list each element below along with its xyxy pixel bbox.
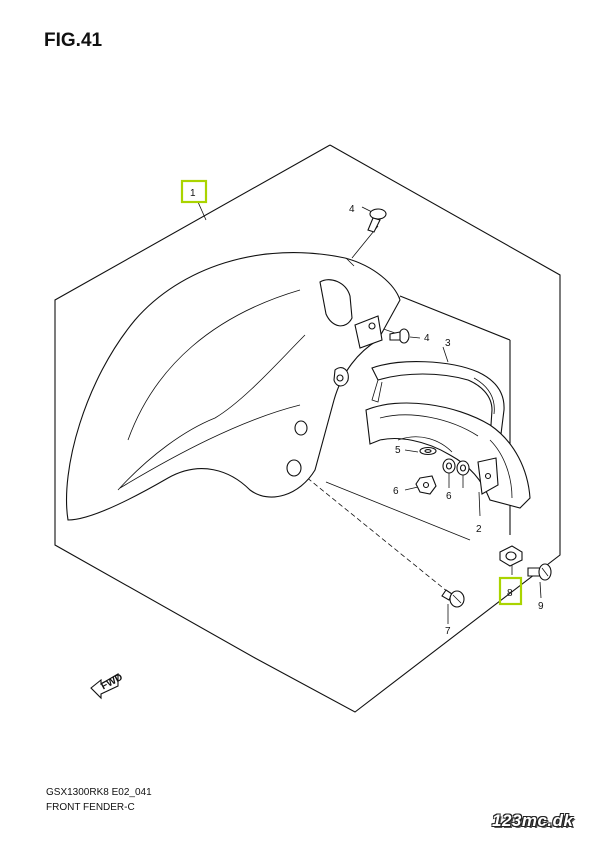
- section-name: FRONT FENDER-C: [46, 802, 135, 813]
- callout-8[interactable]: 8: [507, 588, 513, 599]
- callout-9[interactable]: 9: [538, 601, 544, 612]
- callout-2[interactable]: 2: [476, 524, 482, 535]
- callout-1[interactable]: 1: [190, 188, 196, 199]
- nut-6-left: [415, 475, 437, 495]
- model-code: GSX1300RK8 E02_041: [46, 787, 152, 798]
- front-fender: [65, 252, 401, 521]
- nut-6-right: [456, 460, 470, 476]
- screw-4-side: [389, 328, 410, 344]
- highlight-box-8: [498, 576, 523, 606]
- callout-6-left[interactable]: 6: [393, 486, 399, 497]
- callout-labels: 1 2 3 4 4 5 6 6 7 8 9: [190, 188, 544, 637]
- bolt-9: [527, 563, 552, 581]
- inner-fender: [365, 402, 531, 509]
- callout-7[interactable]: 7: [445, 626, 451, 637]
- figure-title: FIG.41: [44, 30, 103, 51]
- collar-8: [499, 545, 523, 567]
- brand-watermark: 123mc.dk: [492, 811, 574, 830]
- highlight-box-1: [180, 179, 208, 204]
- callout-4-side[interactable]: 4: [424, 333, 430, 344]
- callout-5[interactable]: 5: [395, 445, 401, 456]
- bolt-7: [441, 589, 465, 608]
- fwd-direction-arrow: FWD: [90, 672, 125, 700]
- washer-5: [419, 446, 437, 456]
- nut-6-middle: [442, 458, 456, 474]
- callout-3[interactable]: 3: [445, 338, 451, 349]
- callout-4-top[interactable]: 4: [349, 204, 355, 215]
- callout-6-middle[interactable]: 6: [446, 491, 452, 502]
- screw-4-top: [367, 208, 387, 233]
- assembly-outline: [54, 144, 561, 713]
